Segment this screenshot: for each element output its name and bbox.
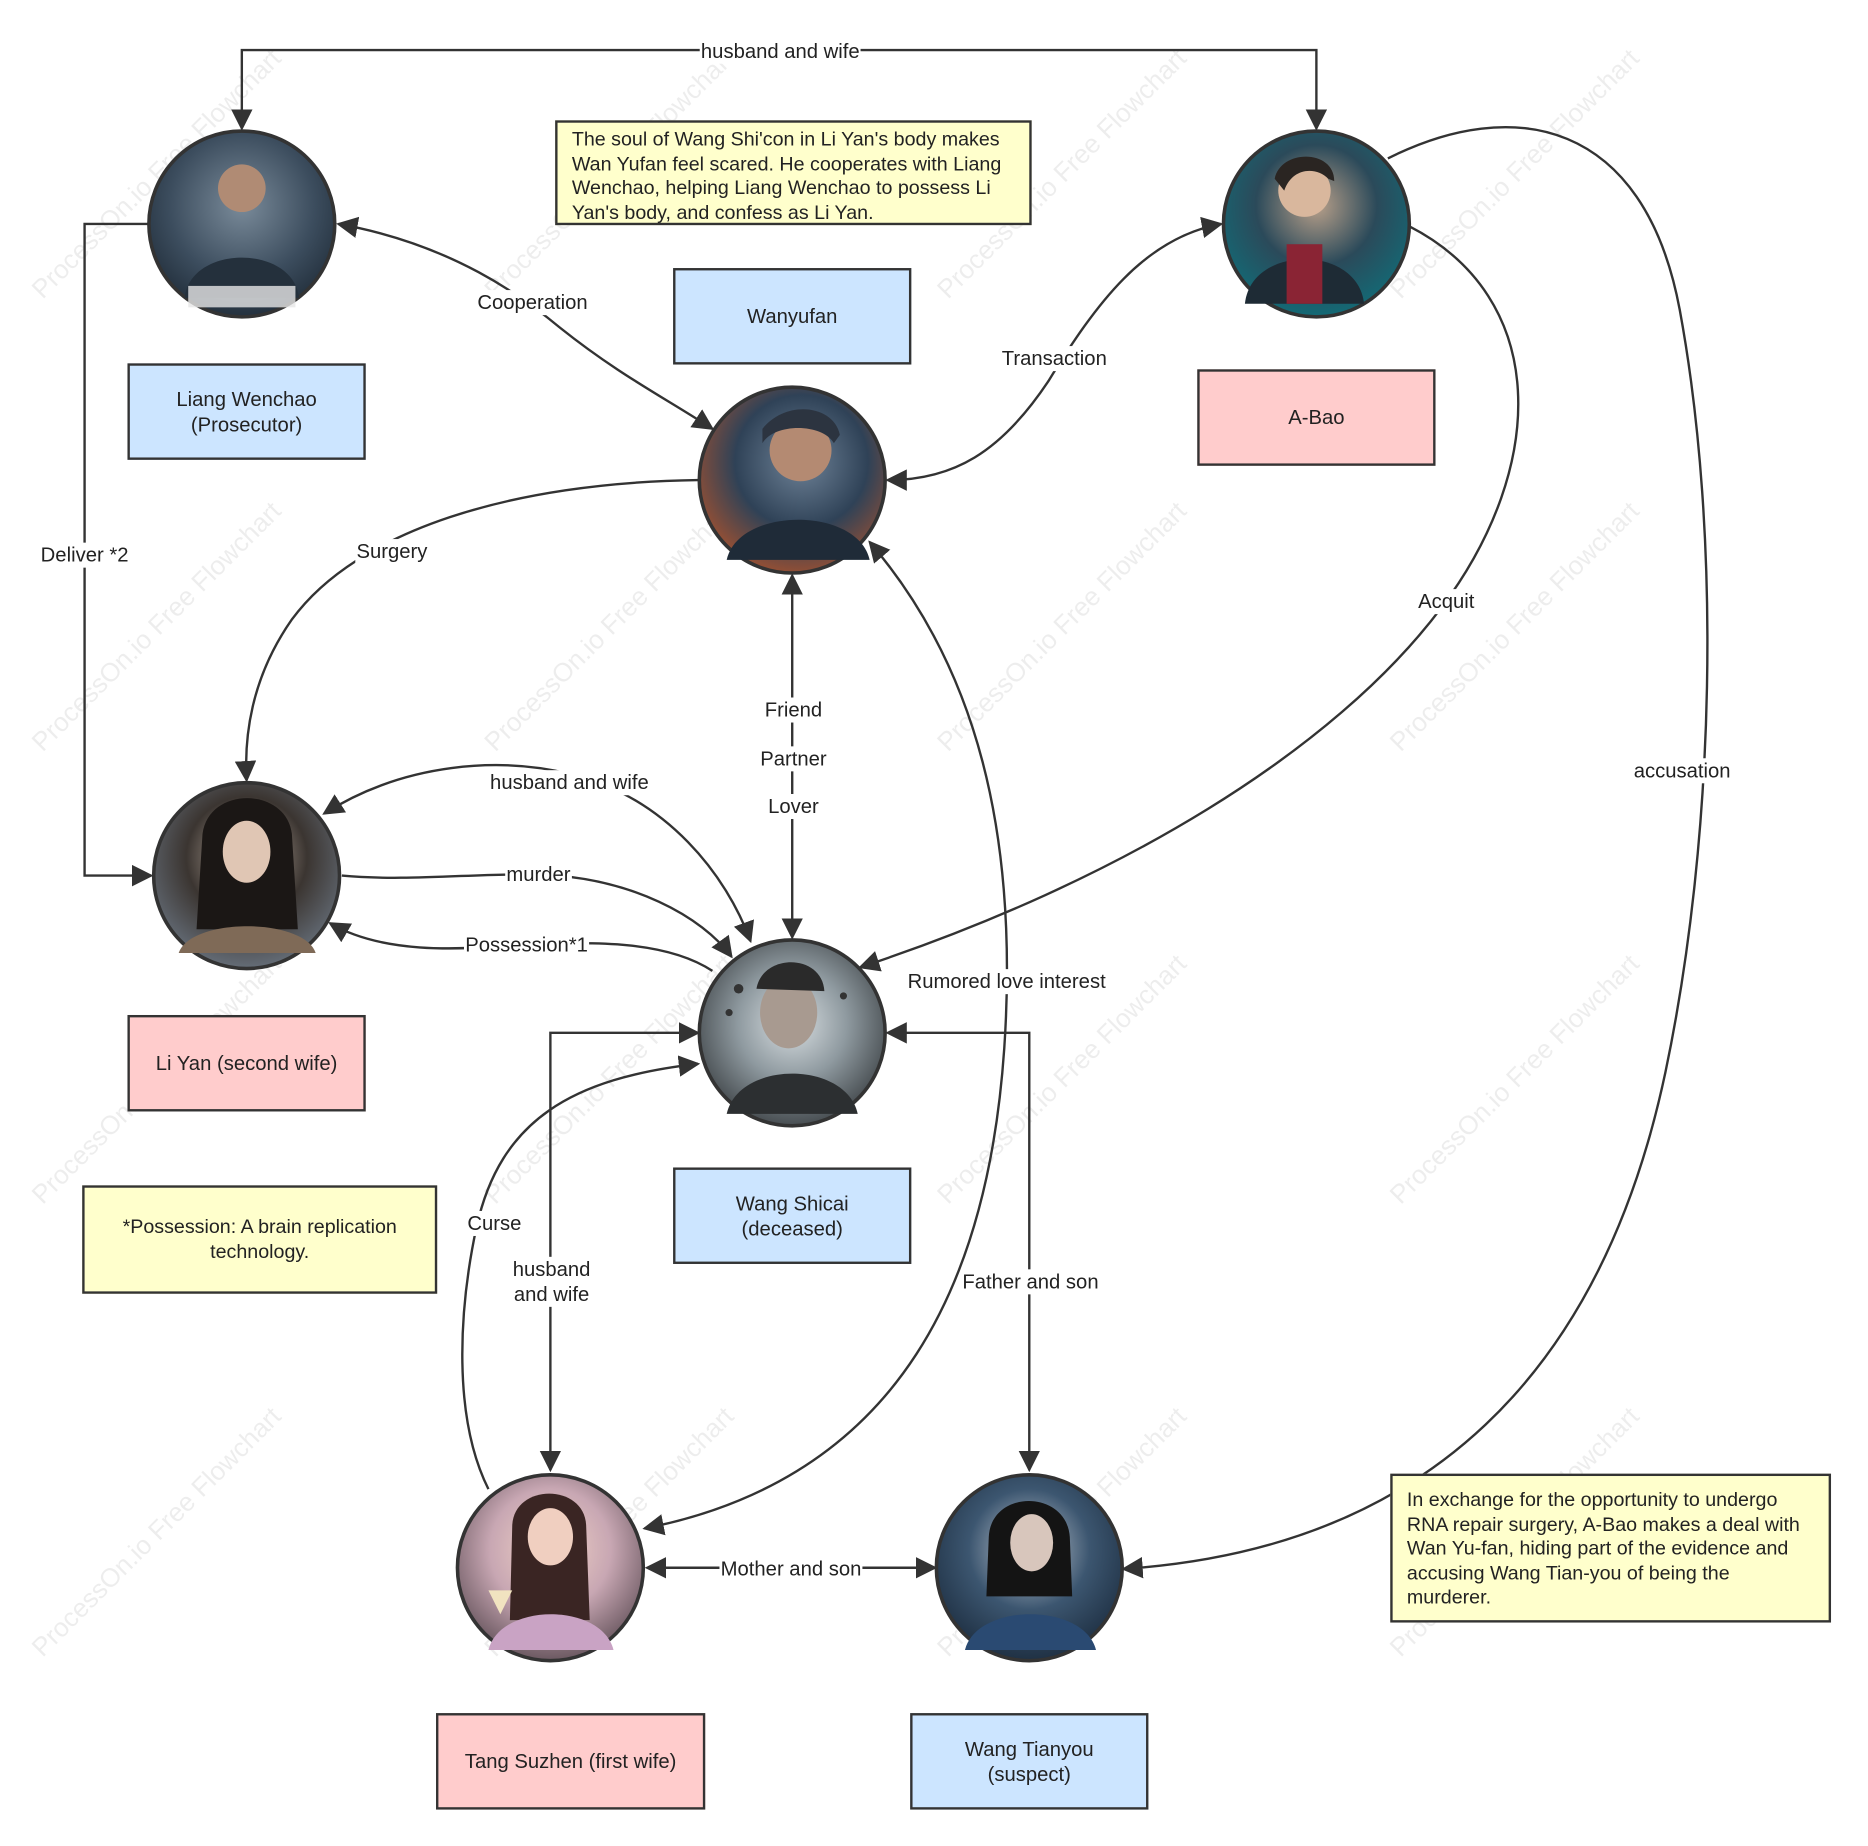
label-partner: Partner xyxy=(759,746,828,772)
name-box-a-bao: A-Bao xyxy=(1197,369,1436,466)
label-lover: Lover xyxy=(766,794,820,820)
label-mother-son: Mother and son xyxy=(719,1556,863,1582)
edge-surgery xyxy=(234,478,699,783)
edge-transaction xyxy=(885,216,1224,491)
portrait-tang-suzhen xyxy=(455,1473,646,1663)
label-deliver: Deliver *2 xyxy=(39,542,130,568)
note-possession: *Possession: A brain replication technol… xyxy=(82,1185,438,1294)
portrait-a-bao xyxy=(1221,129,1412,319)
label-surgery: Surgery xyxy=(355,539,429,565)
edge-father-son xyxy=(885,1022,1041,1473)
portrait-liang-wenchao xyxy=(147,129,337,319)
portrait-wang-shicai xyxy=(697,938,887,1128)
label-friend: Friend xyxy=(763,697,824,723)
label-father-son: Father and son xyxy=(961,1269,1100,1295)
portrait-li-yan xyxy=(151,780,342,971)
portrait-wanyufan xyxy=(697,385,887,575)
label-murder: murder xyxy=(505,861,572,887)
edge-husband-wife-tang xyxy=(539,1022,701,1473)
portrait-wang-tianyou xyxy=(934,1473,1124,1663)
label-husband-wife-top: husband and wife xyxy=(699,38,861,64)
note-exchange: In exchange for the opportunity to under… xyxy=(1390,1473,1832,1623)
note-soul: The soul of Wang Shi'con in Li Yan's bod… xyxy=(555,120,1032,226)
label-curse: Curse xyxy=(466,1210,523,1236)
name-box-wanyufan: Wanyufan xyxy=(673,268,912,365)
name-box-liang-wenchao: Liang Wenchao (Prosecutor) xyxy=(127,363,366,460)
name-box-li-yan: Li Yan (second wife) xyxy=(127,1014,366,1112)
label-acquit: Acquit xyxy=(1416,589,1476,615)
label-rumored: Rumored love interest xyxy=(906,969,1107,995)
label-husband-wife-tang: husband and wife xyxy=(511,1256,592,1307)
edge-accusation xyxy=(1121,125,1709,1579)
name-box-wang-tianyou: Wang Tianyou (suspect) xyxy=(910,1713,1149,1810)
label-cooperation: Cooperation xyxy=(476,290,589,316)
label-transaction: Transaction xyxy=(1000,346,1109,372)
label-possession: Possession*1 xyxy=(464,932,590,958)
name-box-tang-suzhen: Tang Suzhen (first wife) xyxy=(436,1713,706,1810)
edge-cooperation xyxy=(336,216,715,431)
label-husband-wife-liyan: husband and wife xyxy=(488,770,651,796)
edge-acquit xyxy=(858,225,1520,972)
name-box-wang-shicai: Wang Shicai (deceased) xyxy=(673,1167,912,1264)
label-accusation: accusation xyxy=(1632,758,1732,784)
